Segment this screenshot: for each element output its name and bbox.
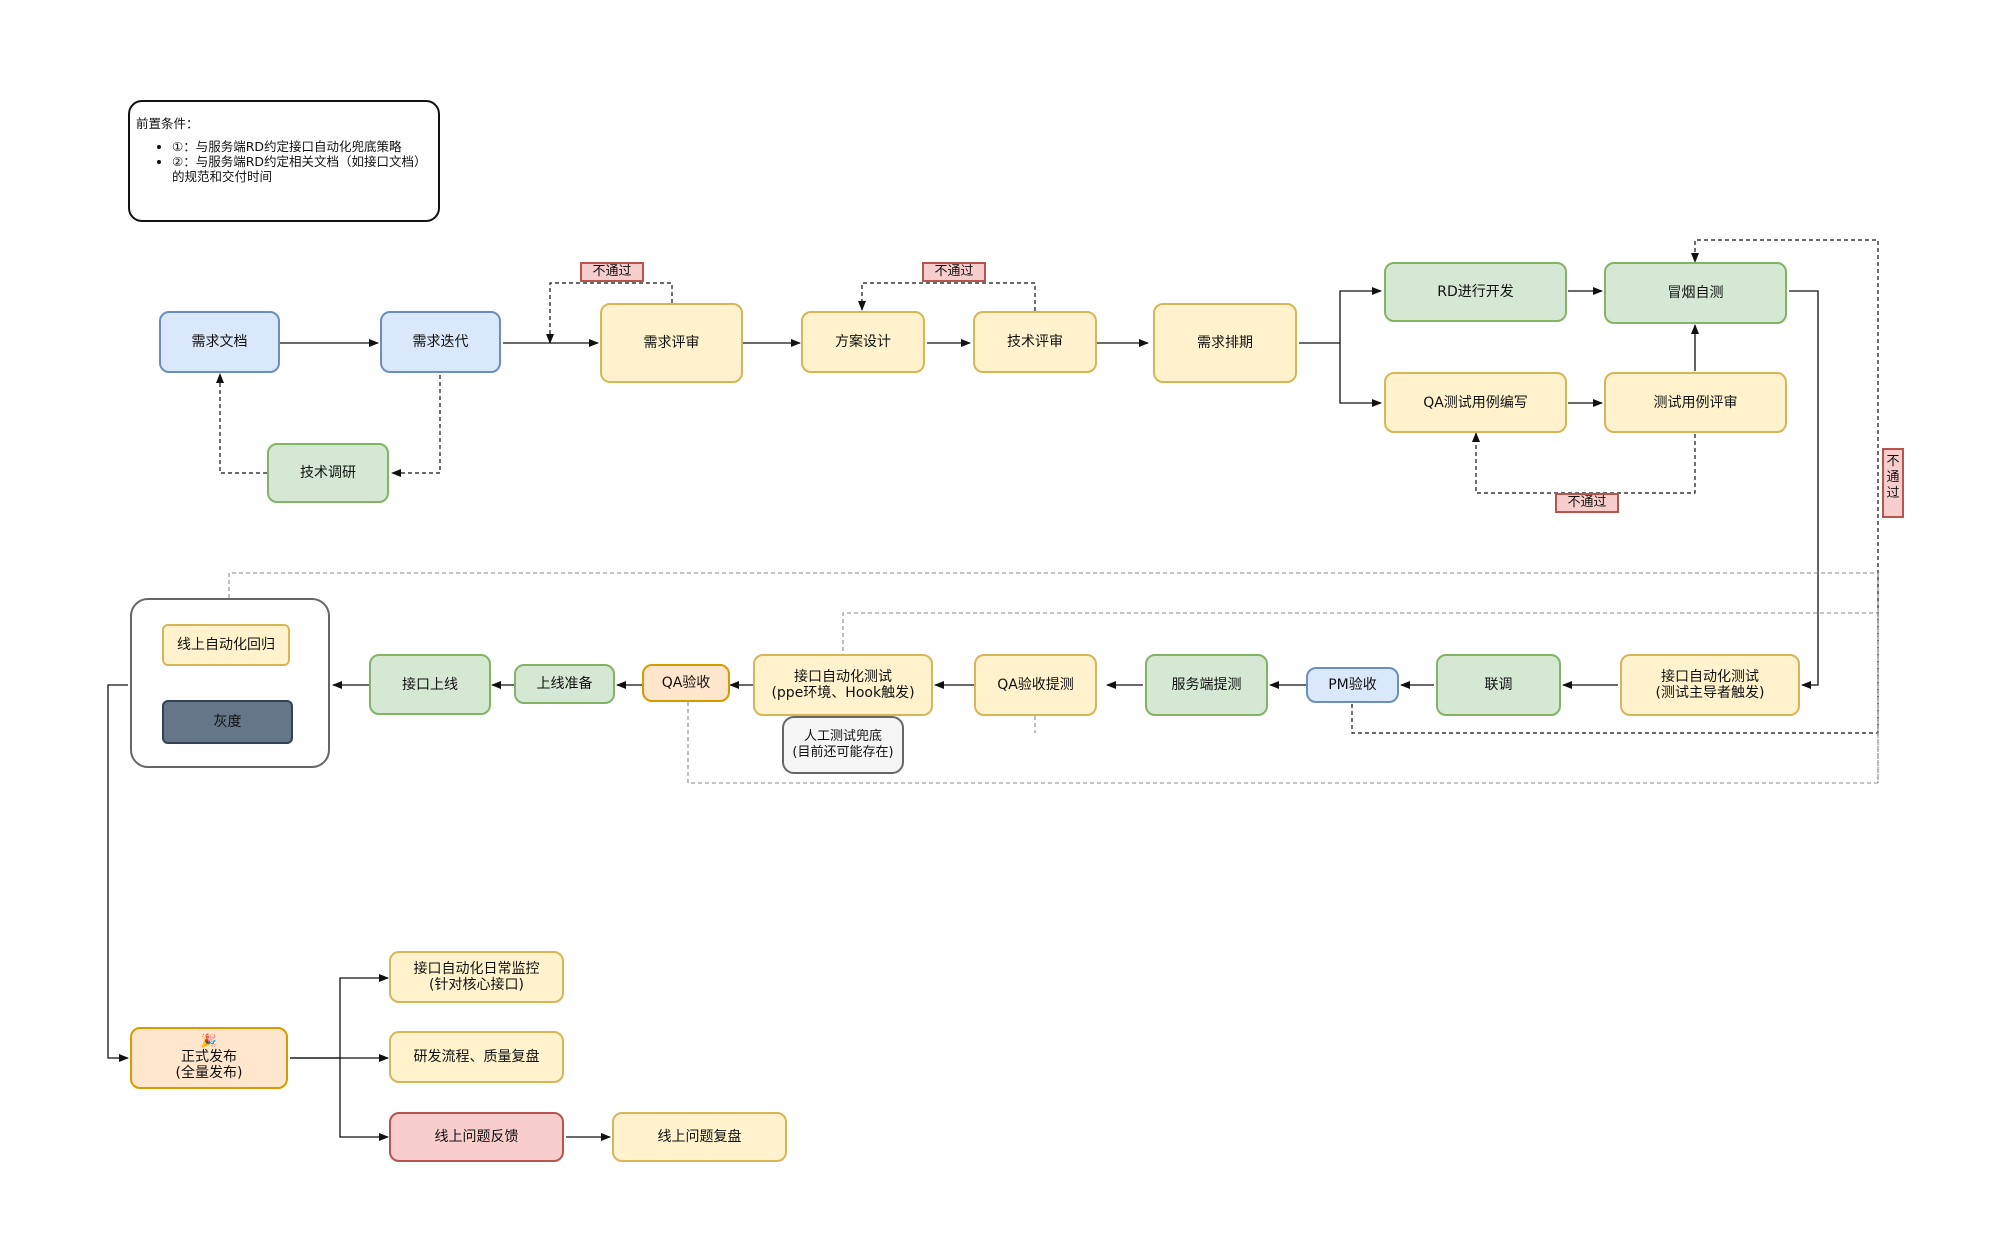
- rd-dev-label: RD进行开发: [1437, 284, 1514, 300]
- pm-accept-label: PM验收: [1328, 677, 1377, 693]
- pm-accept-node[interactable]: PM验收: [1306, 667, 1399, 703]
- server-submit-node[interactable]: 服务端提测: [1145, 654, 1268, 716]
- api-test-1-sublabel: (测试主导者触发): [1655, 685, 1765, 701]
- tech-review-label: 技术评审: [1007, 334, 1063, 350]
- smoke-test-node[interactable]: 冒烟自测: [1604, 262, 1787, 324]
- manual-fallback-node[interactable]: 人工测试兜底(目前还可能存在): [782, 716, 904, 774]
- req-review-node[interactable]: 需求评审: [600, 303, 743, 383]
- party-popper-icon: 🎉: [200, 1034, 218, 1049]
- precondition-title: 前置条件：: [136, 116, 199, 131]
- qa-case-write-label: QA测试用例编写: [1423, 394, 1528, 411]
- reject-tag: 不通过: [922, 262, 986, 282]
- release-prep-label: 上线准备: [536, 676, 593, 692]
- process-review-label: 研发流程、质量复盘: [413, 1049, 540, 1065]
- daily-monitor-label: 接口自动化日常监控: [413, 961, 540, 977]
- precondition-note: 前置条件： ①：与服务端RD约定接口自动化兜底策略 ②：与服务端RD约定相关文档…: [128, 100, 440, 222]
- manual-fallback-sublabel: (目前还可能存在): [792, 745, 894, 760]
- daily-monitor-node[interactable]: 接口自动化日常监控(针对核心接口): [389, 951, 564, 1003]
- server-submit-label: 服务端提测: [1171, 677, 1242, 693]
- manual-fallback-label: 人工测试兜底: [803, 729, 882, 744]
- reject-tag: 不通过: [1555, 493, 1619, 513]
- case-review-label: 测试用例评审: [1653, 394, 1738, 411]
- tech-research-node[interactable]: 技术调研: [267, 443, 389, 503]
- case-review-node[interactable]: 测试用例评审: [1604, 372, 1787, 433]
- process-review-node[interactable]: 研发流程、质量复盘: [389, 1031, 564, 1083]
- qa-case-write-node[interactable]: QA测试用例编写: [1384, 372, 1567, 433]
- online-feedback-label: 线上问题反馈: [434, 1129, 519, 1145]
- online-review-node[interactable]: 线上问题复盘: [612, 1112, 787, 1162]
- release-prep-node[interactable]: 上线准备: [514, 664, 615, 704]
- req-schedule-node[interactable]: 需求排期: [1153, 303, 1297, 383]
- daily-monitor-sublabel: (针对核心接口): [429, 977, 524, 993]
- tech-review-node[interactable]: 技术评审: [973, 311, 1097, 373]
- official-release-sublabel: (全量发布): [175, 1065, 243, 1081]
- api-test-1-label: 接口自动化测试: [1661, 669, 1759, 685]
- req-schedule-label: 需求排期: [1197, 335, 1253, 351]
- precondition-item: ②：与服务端RD约定相关文档（如接口文档）的规范和交付时间: [172, 154, 428, 184]
- joint-debug-label: 联调: [1484, 677, 1513, 693]
- req-iter-node[interactable]: 需求迭代: [380, 311, 501, 373]
- qa-accept-node[interactable]: QA验收: [642, 664, 730, 702]
- reject-tag-vertical: 不通过: [1882, 448, 1904, 518]
- req-review-label: 需求评审: [643, 335, 700, 351]
- online-regression-node[interactable]: 线上自动化回归: [162, 624, 290, 666]
- official-release-node[interactable]: 🎉 正式发布 (全量发布): [130, 1027, 288, 1089]
- reject-tag: 不通过: [580, 262, 644, 282]
- gray-release-label: 灰度: [213, 714, 242, 730]
- api-test-2-node[interactable]: 接口自动化测试(ppe环境、Hook触发): [753, 654, 933, 716]
- precondition-list: ①：与服务端RD约定接口自动化兜底策略 ②：与服务端RD约定相关文档（如接口文档…: [136, 139, 428, 184]
- api-test-2-sublabel: (ppe环境、Hook触发): [771, 685, 915, 701]
- req-doc-node[interactable]: 需求文档: [159, 311, 280, 373]
- joint-debug-node[interactable]: 联调: [1436, 654, 1561, 716]
- qa-submit-label: QA验收提测: [997, 677, 1074, 693]
- smoke-test-label: 冒烟自测: [1667, 285, 1724, 301]
- online-regression-label: 线上自动化回归: [177, 637, 275, 653]
- precondition-item: ①：与服务端RD约定接口自动化兜底策略: [172, 139, 428, 154]
- online-review-label: 线上问题复盘: [657, 1129, 742, 1145]
- online-feedback-node[interactable]: 线上问题反馈: [389, 1112, 564, 1162]
- tech-research-label: 技术调研: [300, 465, 356, 481]
- official-release-label: 正式发布: [181, 1049, 237, 1065]
- qa-submit-node[interactable]: QA验收提测: [974, 654, 1097, 716]
- solution-design-node[interactable]: 方案设计: [801, 311, 925, 373]
- rd-dev-node[interactable]: RD进行开发: [1384, 262, 1567, 322]
- api-test-1-node[interactable]: 接口自动化测试(测试主导者触发): [1620, 654, 1800, 716]
- api-online-node[interactable]: 接口上线: [369, 654, 491, 715]
- req-doc-label: 需求文档: [191, 334, 248, 350]
- req-iter-label: 需求迭代: [412, 334, 469, 350]
- solution-design-label: 方案设计: [835, 334, 891, 350]
- qa-accept-label: QA验收: [661, 675, 711, 691]
- api-test-2-label: 接口自动化测试: [793, 669, 892, 685]
- api-online-label: 接口上线: [402, 676, 458, 693]
- gray-release-node[interactable]: 灰度: [162, 700, 293, 744]
